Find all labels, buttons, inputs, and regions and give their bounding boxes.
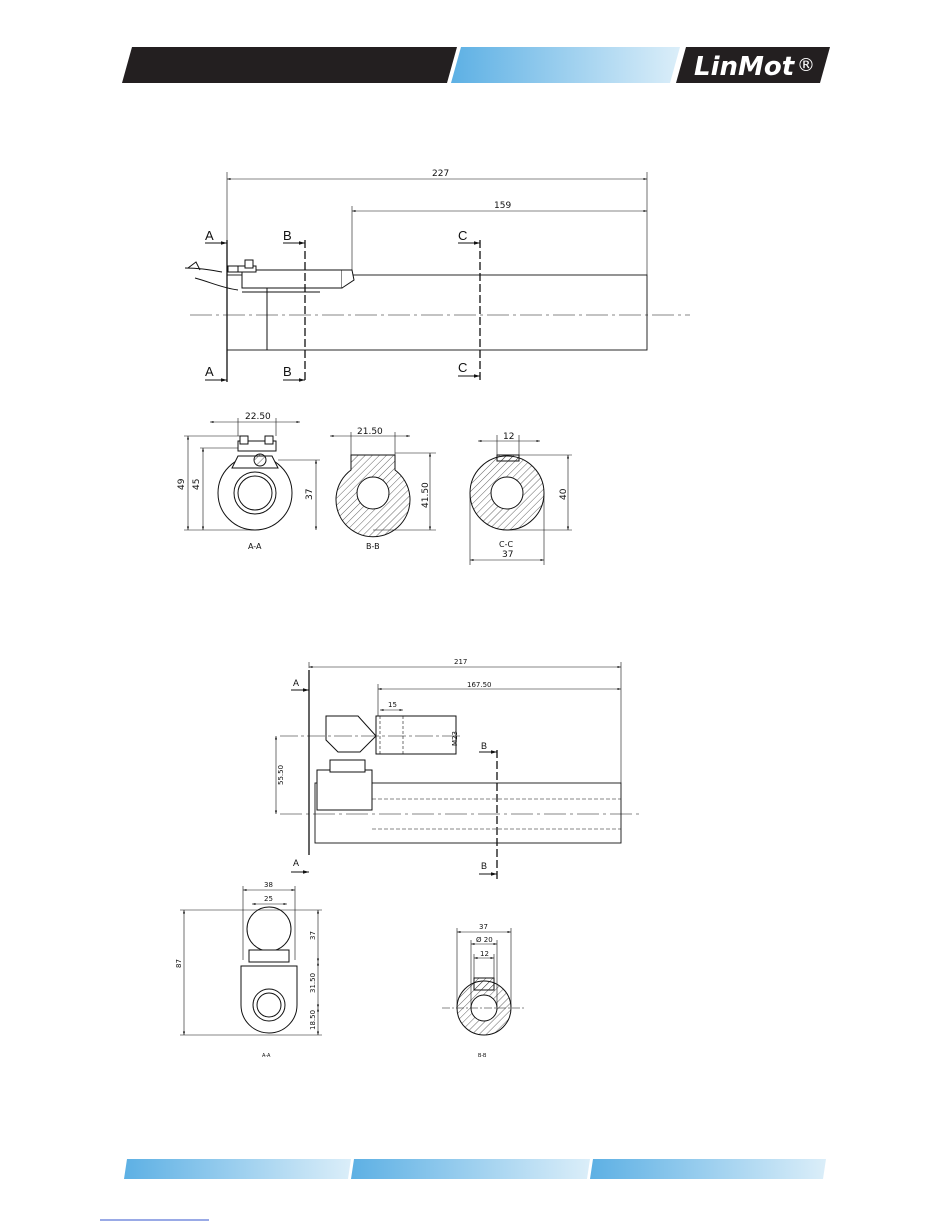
brand-logo-text: LinMot	[694, 52, 796, 82]
dim-bb-height: 41.50	[421, 482, 431, 508]
section-mark-b-bottom: B	[283, 364, 292, 379]
section2-mark-a-bottom: A	[293, 858, 299, 868]
caption-aa: A-A	[248, 542, 262, 551]
footer-band-2	[351, 1159, 590, 1179]
dim-overall-length: 227	[432, 169, 449, 179]
caption2-aa: A-A	[262, 1053, 271, 1059]
section2-mark-b-bottom: B	[481, 861, 487, 871]
dim2-thread: M23	[451, 731, 459, 746]
section2-mark-a-top: A	[293, 678, 299, 688]
dim2-aa-height-mid: 31.50	[309, 973, 317, 993]
section-mark-b-top: B	[283, 228, 292, 243]
dim2-bb-diameter: Ø 20	[476, 936, 493, 944]
dim2-aa-height-bottom: 18.50	[309, 1010, 317, 1030]
dim-cable-offset: 159	[494, 201, 511, 211]
cable-connector	[185, 260, 354, 350]
dim2-slot: 15	[388, 701, 397, 709]
dim2-aa-width-inner: 25	[264, 895, 273, 903]
caption2-bb: B-B	[478, 1053, 487, 1059]
header-dark-band	[122, 47, 457, 83]
section2-mark-b-top: B	[481, 741, 487, 751]
dim2-aa-height-top: 37	[309, 931, 317, 940]
dim2-bb-keyway: 12	[480, 950, 489, 958]
section-mark-c-bottom: C	[458, 360, 467, 375]
caption-cc: C-C	[499, 540, 513, 549]
dim-aa-height-total: 49	[177, 478, 187, 490]
registered-mark: ®	[797, 55, 815, 76]
drawing-1-side-view	[185, 172, 690, 382]
section-mark-c-top: C	[458, 228, 467, 243]
dim-aa-height-body: 37	[305, 489, 315, 500]
section2-aa-view	[180, 886, 322, 1035]
caption-bb: B-B	[366, 542, 380, 551]
dim2-overall-length: 217	[454, 658, 467, 666]
footer-band-1	[124, 1159, 351, 1179]
footer-band-3	[590, 1159, 826, 1179]
dim-cc-width: 12	[503, 432, 514, 442]
dim2-overall-length-part: 167.50	[467, 681, 492, 689]
dim-cc-diameter: 37	[502, 550, 513, 560]
dim-bb-width: 21.50	[357, 427, 383, 437]
section-mark-a-top: A	[205, 228, 214, 243]
section-aa-view	[184, 418, 320, 530]
dim2-aa-width-outer: 38	[264, 881, 273, 889]
section2-bb-view	[442, 928, 526, 1035]
header-blue-band	[451, 47, 680, 83]
dim-aa-width: 22.50	[245, 412, 271, 422]
section-cc-view	[470, 435, 572, 565]
dim-aa-height-mid: 45	[192, 479, 202, 490]
drawing-2-side-view	[276, 662, 640, 880]
header-bar: LinMot ®	[122, 47, 830, 83]
dim-cc-height: 40	[559, 488, 569, 500]
dim2-height: 55.50	[277, 765, 285, 785]
dim2-bb-width: 37	[479, 923, 488, 931]
dim2-aa-height-total: 87	[175, 959, 183, 968]
footer-bar	[100, 1159, 826, 1220]
section-mark-a-bottom: A	[205, 364, 214, 379]
